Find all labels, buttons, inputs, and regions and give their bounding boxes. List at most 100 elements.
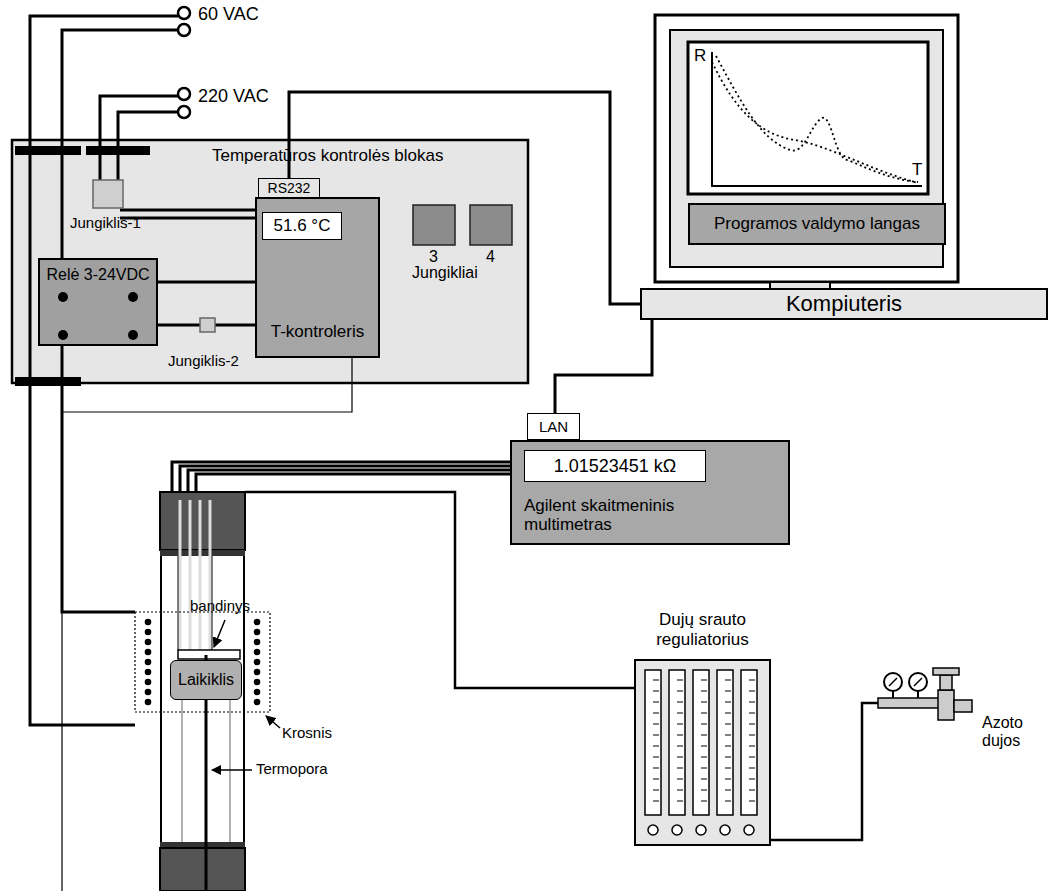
- scale-tick: [725, 702, 731, 703]
- plot-curve: [712, 62, 918, 183]
- terminal-dot: [128, 292, 138, 302]
- part-label: 220 VAC: [198, 86, 269, 107]
- chamber-flange: [160, 550, 245, 556]
- node-label: Kompiuteris: [786, 291, 902, 316]
- scale-tick: [749, 757, 755, 758]
- display: 1.01523451 kΩ: [524, 450, 706, 482]
- leader-line: [266, 716, 280, 728]
- terminal: [178, 24, 190, 36]
- scale-tick: [653, 757, 659, 758]
- scale-tick: [701, 724, 707, 725]
- probe-wire: [209, 500, 212, 650]
- part-label: 4: [486, 248, 495, 266]
- switch-3: [413, 205, 455, 245]
- flow-tube: [693, 670, 709, 815]
- part-label: 3: [429, 248, 438, 266]
- scale-tick: [677, 757, 683, 758]
- scale-tick: [653, 691, 659, 692]
- terminal-bar: [86, 146, 150, 155]
- coil-winding: [145, 639, 152, 646]
- block-ground: [12, 140, 528, 383]
- scale-tick: [701, 691, 707, 692]
- coil-winding: [145, 629, 152, 636]
- mains-wire: [100, 96, 178, 180]
- terminal-dot: [58, 292, 68, 302]
- coil-winding: [145, 689, 152, 696]
- mains-wire: [215, 324, 255, 327]
- coil-winding: [145, 679, 152, 686]
- coil-winding: [145, 659, 152, 666]
- node-label: Laikiklis: [178, 671, 234, 689]
- node-label: RS232: [268, 180, 311, 196]
- pressure-reducer: [954, 700, 972, 712]
- scale-tick: [749, 724, 755, 725]
- gas-pipe: [770, 703, 880, 840]
- node-label: Relė 3-24VDC: [46, 266, 149, 284]
- scale-tick: [749, 702, 755, 703]
- switch-2: [200, 318, 215, 332]
- probe-wire: [179, 500, 182, 650]
- scale-tick: [749, 746, 755, 747]
- scale-tick: [749, 779, 755, 780]
- terminal-dot: [128, 330, 138, 340]
- terminal-bar: [15, 146, 150, 386]
- scale-tick: [749, 790, 755, 791]
- scale-tick: [677, 713, 683, 714]
- terminal-bar: [15, 377, 81, 386]
- scale-tick: [725, 735, 731, 736]
- furnace-outline: [135, 612, 270, 712]
- probe-wire: [199, 500, 202, 650]
- scale-tick: [701, 680, 707, 681]
- scale-tick: [677, 724, 683, 725]
- computer-box: Kompiuteris: [640, 288, 1048, 320]
- sample: [178, 650, 240, 659]
- scale-tick: [677, 680, 683, 681]
- thermocouple-lead: [62, 358, 352, 891]
- switch-4: [470, 205, 512, 245]
- port-label-box: RS232: [258, 178, 320, 198]
- scale-tick: [677, 790, 683, 791]
- coil-winding: [254, 649, 261, 656]
- scale-tick: [677, 702, 683, 703]
- terminal-bar: [15, 146, 81, 155]
- part-label: T: [912, 160, 922, 180]
- scale-tick: [677, 801, 683, 802]
- node-label: 51.6 °C: [274, 216, 331, 236]
- scale-tick: [749, 713, 755, 714]
- scale-tick: [701, 801, 707, 802]
- display: 51.6 °C: [262, 212, 342, 240]
- scale-tick: [701, 790, 707, 791]
- scale-tick: [725, 790, 731, 791]
- valve-knob: [696, 825, 706, 835]
- block-outline: [12, 140, 528, 383]
- mains-wire: [120, 209, 255, 212]
- holder-stem: [181, 700, 183, 842]
- coil-winding: [254, 659, 261, 666]
- scale-tick: [749, 680, 755, 681]
- chamber-bottom-cap: [160, 848, 245, 891]
- scale-tick: [653, 702, 659, 703]
- coil-winding: [254, 679, 261, 686]
- monitor-screen: [688, 42, 928, 194]
- coil-winding: [145, 669, 152, 676]
- part-label: Krosnis: [282, 724, 332, 741]
- part-label: R: [694, 46, 706, 66]
- scale-tick: [725, 713, 731, 714]
- program-window: Programos valdymo langas: [688, 203, 946, 245]
- scale-tick: [725, 680, 731, 681]
- scale-tick: [653, 768, 659, 769]
- coil-winding: [254, 699, 261, 706]
- probe-wire: [189, 500, 192, 650]
- scale-tick: [701, 768, 707, 769]
- scale-tick: [677, 691, 683, 692]
- mains-wire: [156, 324, 200, 327]
- flow-tube: [741, 670, 757, 815]
- scale-tick: [653, 801, 659, 802]
- scale-tick: [725, 768, 731, 769]
- scale-tick: [725, 746, 731, 747]
- scale-tick: [749, 691, 755, 692]
- mains-wire: [30, 16, 255, 725]
- sample-holder: Laikiklis: [170, 660, 242, 700]
- scale-tick: [653, 680, 659, 681]
- flow-tube: [645, 670, 757, 835]
